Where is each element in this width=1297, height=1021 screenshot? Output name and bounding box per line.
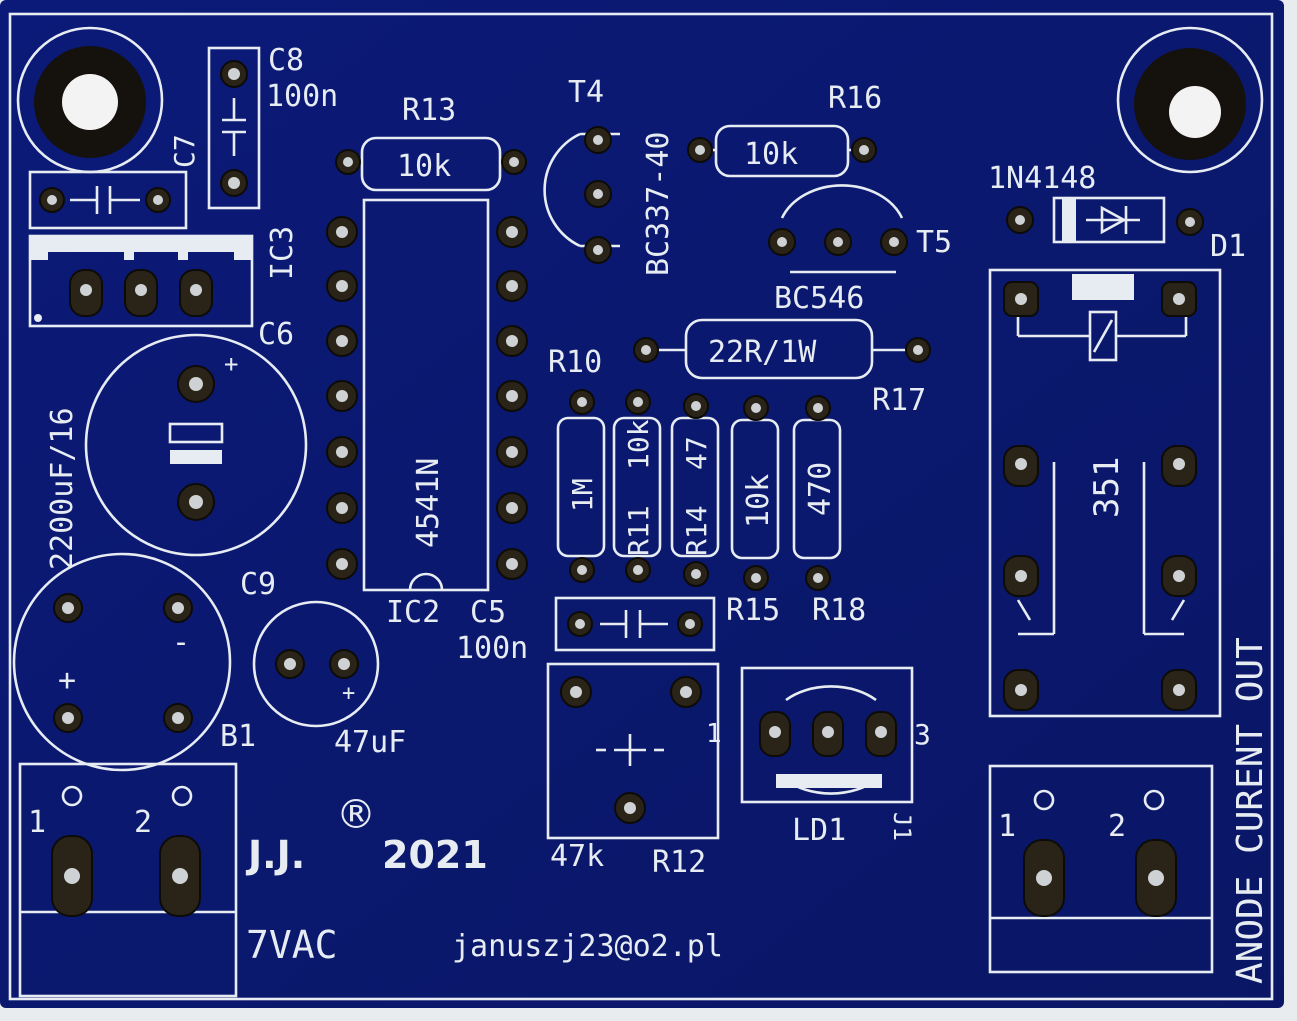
label-input-pin2: 2 <box>134 805 152 840</box>
label-ic2-type: 4541N <box>411 458 446 548</box>
label-r14-value: 47 <box>680 436 713 470</box>
resistor-r13 <box>335 136 527 192</box>
label-ld1: LD1 <box>792 813 846 848</box>
label-r10: R10 <box>548 345 602 380</box>
label-r13: R13 <box>402 93 456 128</box>
capacitor-c5 <box>554 596 716 652</box>
terminal-output <box>988 764 1214 974</box>
transistor-t5 <box>768 184 908 274</box>
label-ic3: IC3 <box>265 226 300 280</box>
label-r18-value: 470 <box>803 462 838 516</box>
label-b1-plus: + <box>58 663 76 698</box>
label-c8: C8 <box>268 43 304 78</box>
label-ld1-pin3: 3 <box>914 718 931 751</box>
label-anode-current-out: ANODE CURENT OUT <box>1230 637 1271 984</box>
label-b1-minus: - <box>172 625 190 660</box>
label-c9-value: 47uF <box>334 725 406 760</box>
label-r12: R12 <box>652 845 706 880</box>
led-ld1 <box>740 666 914 804</box>
label-r11-value: 10k <box>622 419 655 470</box>
label-year: 2021 <box>382 833 488 877</box>
terminal-input <box>18 762 238 998</box>
label-c5: C5 <box>470 595 506 630</box>
label-t5-type: BC546 <box>774 281 864 316</box>
label-r11: R11 <box>622 505 655 556</box>
bridge-rectifier-b1 <box>12 552 232 772</box>
ic2-left-pins <box>326 216 358 580</box>
label-output-pin1: 1 <box>998 809 1016 844</box>
capacitor-c8 <box>207 46 261 210</box>
label-d1-type: 1N4148 <box>988 161 1096 196</box>
transistor-t4 <box>543 126 620 264</box>
label-c8-value: 100n <box>266 79 338 114</box>
board-outline <box>8 12 1274 1001</box>
label-r12-pin1: 1 <box>706 719 722 749</box>
trimmer-r12 <box>546 662 720 840</box>
label-author: J.J. <box>245 833 305 877</box>
label-output-pin2: 2 <box>1108 809 1126 844</box>
label-c9: C9 <box>240 567 276 602</box>
label-c5-value: 100n <box>456 631 528 666</box>
label-r13-value: 10k <box>397 149 451 184</box>
pcb-substrate <box>0 0 1284 1008</box>
label-ic2: IC2 <box>386 595 440 630</box>
label-r12-value: 47k <box>550 839 604 874</box>
capacitor-c6 <box>84 333 308 557</box>
resistor-r16 <box>687 124 877 178</box>
resistor-array <box>556 389 842 591</box>
label-c7: C7 <box>168 134 201 168</box>
label-input-pin1: 1 <box>28 805 46 840</box>
ic2-right-pins <box>496 216 528 580</box>
label-c6: C6 <box>258 317 294 352</box>
relay <box>988 268 1222 718</box>
label-input-voltage: 7VAC <box>246 923 338 967</box>
regulator-ic3 <box>28 234 254 328</box>
label-r10-value: 1M <box>566 478 599 512</box>
label-r16: R16 <box>828 81 882 116</box>
label-t4: T4 <box>568 75 604 110</box>
mounting-hole-right <box>1116 26 1264 174</box>
registered-mark: ® <box>336 792 376 838</box>
label-email: januszj23@o2.pl <box>452 929 723 964</box>
label-j1: J1 <box>888 812 916 841</box>
label-r15-value: 10k <box>741 474 776 528</box>
ic-ic2 <box>326 198 528 592</box>
label-r15: R15 <box>726 593 780 628</box>
label-c6-value: 2200uF/16 <box>45 407 80 570</box>
label-t4-type: BC337-40 <box>641 132 676 277</box>
label-r16-value: 10k <box>744 137 798 172</box>
label-r18: R18 <box>812 593 866 628</box>
label-r17-value: 22R/1W <box>708 335 817 370</box>
mounting-hole-left <box>16 26 164 174</box>
label-d1: D1 <box>1210 229 1246 264</box>
label-relay-type: 351 <box>1087 457 1127 518</box>
capacitor-c7 <box>28 170 188 230</box>
resistor-r17 <box>633 318 931 380</box>
label-b1: B1 <box>220 719 256 754</box>
capacitor-c9 <box>252 600 380 728</box>
label-c6-plus: + <box>224 350 238 378</box>
label-t5: T5 <box>916 225 952 260</box>
diode-d1 <box>1006 196 1204 244</box>
label-c9-plus: + <box>342 681 355 706</box>
label-r14: R14 <box>680 505 713 556</box>
label-r17: R17 <box>872 383 926 418</box>
